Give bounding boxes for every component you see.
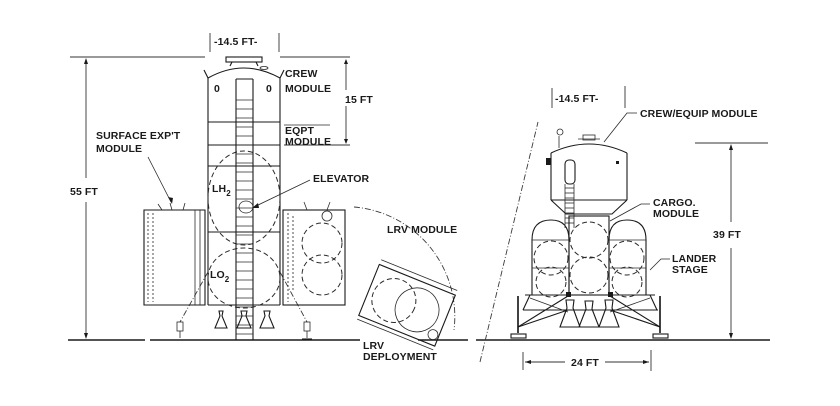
right-vehicle: -14.5 FT- 39 FT 24 FT xyxy=(476,86,770,371)
eqpt-module-label-line2: MODULE xyxy=(285,136,331,148)
cargo-module-label-line1: CARGO. xyxy=(653,197,696,209)
height-55ft-dimension: 55 FT xyxy=(70,56,205,339)
lander-stage-label-line1: LANDER xyxy=(672,253,717,265)
lrv-deployment-arc xyxy=(353,206,456,331)
base-24ft-label: 24 FT xyxy=(571,357,599,369)
lander-stage-frame xyxy=(510,292,669,339)
crew-equip-module xyxy=(546,128,628,228)
lo2-label: LO2 xyxy=(210,269,230,284)
lander-stage-label-line2: STAGE xyxy=(672,264,708,276)
width-14-5ft-label-right: -14.5 FT- xyxy=(555,93,599,105)
cargo-module xyxy=(568,215,610,296)
surface-expt-label-line1: SURFACE EXP'T xyxy=(96,130,181,142)
crew-equip-module-label: CREW/EQUIP MODULE xyxy=(640,108,758,120)
left-engines xyxy=(214,310,275,329)
elevator-label: ELEVATOR xyxy=(313,173,370,185)
surface-expt-module xyxy=(143,202,206,306)
left-landing-legs xyxy=(176,271,312,340)
height-15ft-label: 15 FT xyxy=(345,94,373,106)
right-engines xyxy=(559,299,620,328)
lander-stage-leader xyxy=(649,258,670,271)
left-vehicle: 55 FT -14.5 FT- 15 FT xyxy=(68,33,468,363)
lo2-tank-outline xyxy=(207,247,281,309)
sightline xyxy=(479,121,539,363)
elevator-car xyxy=(238,200,254,214)
cargo-module-leader xyxy=(609,203,650,222)
cargo-module-label-line2: MODULE xyxy=(653,208,699,220)
crew-equip-leader xyxy=(603,112,637,143)
crew-window-left: 0 xyxy=(214,83,220,95)
lh2-label: LH2 xyxy=(212,183,231,198)
lrv-module-label: LRV MODULE xyxy=(387,224,457,236)
surface-expt-leader xyxy=(147,156,172,203)
lrv-deployment-label-line1: LRV xyxy=(363,340,384,352)
height-15ft-dimension: 15 FT xyxy=(280,56,373,146)
height-55ft-label: 55 FT xyxy=(70,186,98,198)
height-39ft-dimension: 39 FT xyxy=(695,142,768,339)
lrv-module-stowed xyxy=(282,201,346,306)
crew-window-right: 0 xyxy=(266,83,272,95)
elevator-leader xyxy=(253,179,311,208)
height-39ft-label: 39 FT xyxy=(713,229,741,241)
central-tower: 0 0 xyxy=(203,56,285,309)
base-24ft-dimension: 24 FT xyxy=(522,350,652,371)
elevator-shaft xyxy=(235,78,254,340)
lrv-deployment-label-line2: DEPLOYMENT xyxy=(363,351,437,363)
lrv-module-deployed xyxy=(357,259,458,351)
crew-module-label-line2: MODULE xyxy=(285,83,331,95)
surface-expt-label-line2: MODULE xyxy=(96,143,142,155)
width-14-5ft-label-left: -14.5 FT- xyxy=(214,36,258,48)
width-14-5ft-dimension-right: -14.5 FT- xyxy=(551,86,626,108)
lander-side-tanks xyxy=(531,219,647,298)
crew-module-label-line1: CREW xyxy=(285,68,317,80)
width-14-5ft-dimension-left: -14.5 FT- xyxy=(209,33,280,52)
lh2-tank-outline xyxy=(207,150,281,246)
eqpt-module-label-line1: EQPT xyxy=(285,125,314,137)
